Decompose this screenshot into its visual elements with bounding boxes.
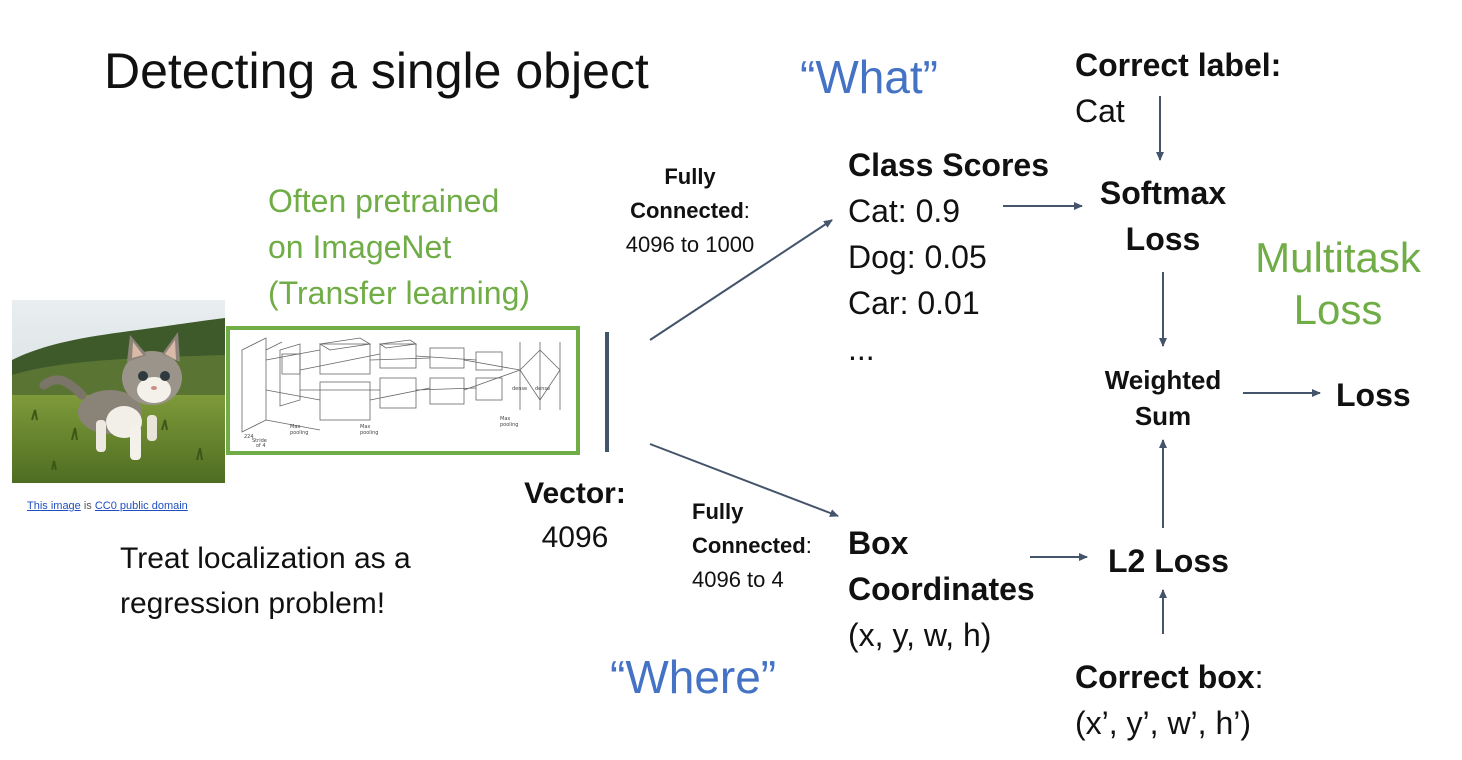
class-score-car: Car: 0.01 [848,285,980,321]
svg-text:dense: dense [535,386,550,392]
box-coords-line1: Box [848,525,909,561]
weighted-line1: Weighted [1104,365,1222,395]
image-credit-mid: is [80,500,95,512]
arrow-to-class-scores [649,219,833,341]
fc-top-line3: 4096 to 1000 [625,232,755,257]
image-link[interactable]: This image [27,500,81,512]
softmax-line2: Loss [1125,221,1201,257]
multitask-line2: Loss [1293,286,1383,333]
correct-box-colon: : [1254,659,1264,695]
class-score-cat: Cat: 0.9 [848,193,961,229]
multitask-loss-block: Multitask Loss [1238,232,1438,336]
cc0-link[interactable]: CC0 public domain [94,500,188,512]
what-label: “What” [800,51,938,103]
correct-label-title: Correct label: [1075,47,1282,83]
fc-top-line1: Fully [664,164,716,189]
image-credit: This image is CC0 public domain [27,500,188,512]
svg-text:dense: dense [512,386,527,392]
vector-block: Vector: 4096 [500,472,650,560]
softmax-loss-block: Softmax Loss [1088,170,1238,262]
l2-loss: L2 Loss [1108,543,1229,579]
box-coords-line2: Coordinates [848,571,1035,607]
kitten-photo [12,300,225,483]
correct-label-block: Correct label: Cat [1075,42,1281,134]
svg-text:Max: Max [360,424,370,430]
class-scores-block: Class Scores Cat: 0.9 Dog: 0.05 Car: 0.0… [848,142,1049,372]
arrow-to-box-coords [649,443,839,517]
correct-box-title: Correct box [1075,659,1255,695]
pretrained-line-1: Often pretrained [268,183,500,219]
svg-text:Max: Max [290,424,300,430]
svg-text:of 4: of 4 [256,443,266,449]
where-label: “Where” [610,651,777,703]
class-score-dog: Dog: 0.05 [848,239,987,275]
class-score-ellipsis: ... [848,331,875,367]
regression-line-2: regression problem! [120,587,386,620]
pretrained-note: Often pretrained on ImageNet (Transfer l… [268,178,530,316]
regression-line-1: Treat localization as a [120,542,411,575]
svg-text:Max: Max [500,416,510,422]
correct-box-block: Correct box: (x’, y’, w’, h’) [1075,654,1263,746]
vector-value: 4096 [541,521,609,554]
svg-text:224: 224 [244,434,254,440]
fc-bottom-line2: Connected [692,533,806,558]
fc-bottom-line3: 4096 to 4 [692,567,784,592]
weighted-sum-block: Weighted Sum [1088,362,1238,434]
fc-bottom-line1: Fully [692,499,744,524]
weighted-line2: Sum [1134,401,1192,431]
pretrained-line-3: (Transfer learning) [268,275,531,311]
fc-top-label: Fully Connected: 4096 to 1000 [610,160,770,262]
svg-text:Stride: Stride [252,438,267,444]
svg-text:pooling: pooling [500,422,518,428]
pretrained-line-2: on ImageNet [268,229,452,265]
fc-bottom-colon: : [805,533,812,558]
regression-note: Treat localization as a regression probl… [120,536,411,626]
box-coordinates-block: Box Coordinates (x, y, w, h) [848,520,1035,658]
multitask-line1: Multitask [1255,234,1421,281]
svg-text:pooling: pooling [290,430,308,436]
class-scores-title: Class Scores [848,147,1050,183]
correct-label-value: Cat [1075,93,1125,129]
slide-title: Detecting a single object [104,43,649,99]
fc-top-colon: : [743,198,750,223]
fc-bottom-label: Fully Connected: 4096 to 4 [692,495,812,597]
box-coords-line3: (x, y, w, h) [848,617,992,653]
softmax-line1: Softmax [1099,175,1227,211]
svg-text:pooling: pooling [360,430,378,436]
final-loss: Loss [1336,377,1411,413]
kitten-photo-drawing [12,300,225,483]
vector-label: Vector: [524,477,626,510]
correct-box-value: (x’, y’, w’, h’) [1075,705,1251,741]
fc-top-line2: Connected [630,198,744,223]
